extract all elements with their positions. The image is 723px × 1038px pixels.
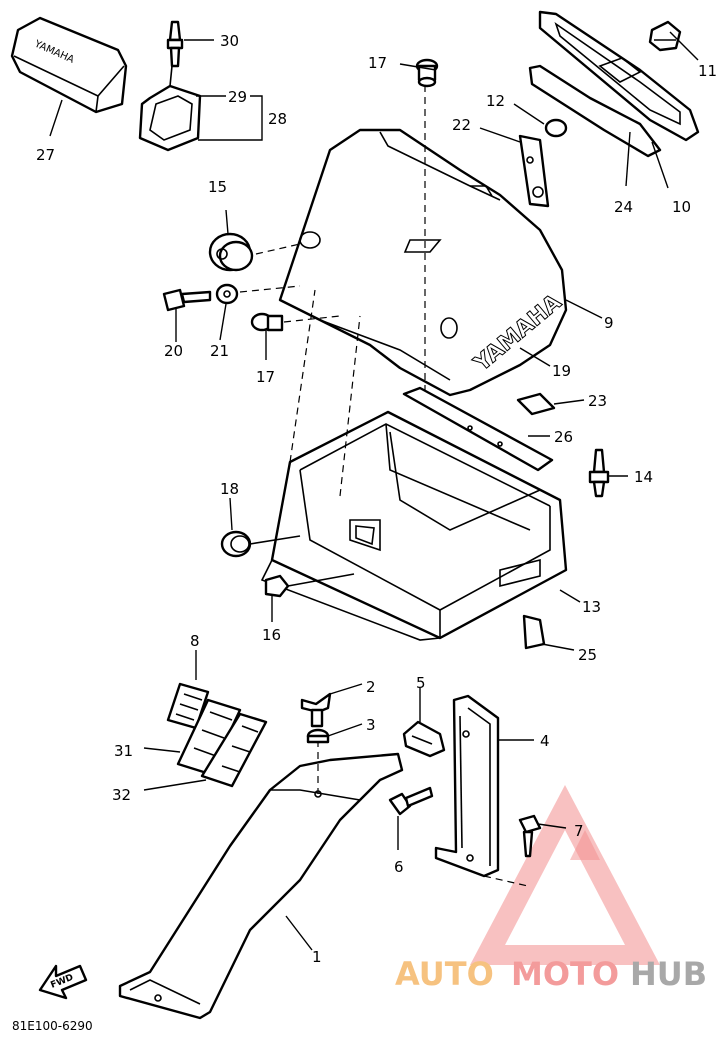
part-12-lens — [544, 118, 568, 138]
part-29-bracket — [138, 65, 202, 152]
part-23-pad — [516, 392, 556, 416]
leader-lines — [49, 31, 699, 951]
callout-26: 26 — [554, 428, 573, 446]
part-5-grommet — [402, 720, 446, 758]
callout-14: 14 — [634, 468, 653, 486]
part-10-plate — [538, 10, 700, 142]
part-26-strip — [402, 386, 554, 472]
callout-30: 30 — [220, 32, 239, 50]
watermark-triangle — [470, 785, 660, 965]
part-15-grommet — [208, 231, 321, 272]
callout-29: 29 — [228, 88, 247, 106]
fwd-arrow-icon: FWD — [38, 964, 88, 1000]
callout-32: 32 — [112, 786, 131, 804]
callout-1: 1 — [312, 948, 322, 966]
callout-27: 27 — [36, 146, 55, 164]
callout-labels: 1 2 3 4 5 6 7 8 9 10 11 12 13 14 15 16 1… — [36, 32, 717, 966]
part-2-wing-bolt — [300, 692, 332, 728]
part-32-mat — [200, 712, 268, 788]
callout-17: 17 — [368, 54, 387, 72]
part-1-floor-panel — [118, 740, 404, 1020]
callout-6: 6 — [394, 858, 404, 876]
diagram-code: 81E100-6290 — [12, 1019, 93, 1033]
callout-7: 7 — [574, 822, 584, 840]
callout-24: 24 — [614, 198, 633, 216]
part-16-nut — [264, 573, 355, 598]
callout-17-b: 17 — [256, 368, 275, 386]
part-17-grommet-top — [415, 58, 439, 88]
callout-10: 10 — [672, 198, 691, 216]
callout-31: 31 — [114, 742, 133, 760]
part-18-grommet — [220, 530, 301, 558]
part-13-box — [260, 289, 568, 641]
callout-25: 25 — [578, 646, 597, 664]
watermark-moto: MOTO — [511, 955, 619, 993]
part-22-bracket — [518, 134, 550, 208]
callout-18: 18 — [220, 480, 239, 498]
part-17-grommet-left — [250, 312, 341, 332]
part-24-strip — [528, 64, 662, 158]
part-9-cowl: YAMAHA — [278, 85, 568, 400]
callout-13: 13 — [582, 598, 601, 616]
part-20-bolt — [162, 288, 212, 312]
watermark-logo: AUTO MOTO HUB — [395, 785, 707, 993]
part-30-screw — [166, 20, 184, 68]
part-14-screw — [588, 448, 610, 498]
callout-16: 16 — [262, 626, 281, 644]
callout-4: 4 — [540, 732, 550, 750]
part-7-bolt — [518, 814, 542, 858]
watermark-auto: AUTO — [395, 955, 494, 993]
callout-2: 2 — [366, 678, 376, 696]
part-27-cover: YAMAHA — [10, 16, 128, 114]
watermark-hub: HUB — [630, 955, 707, 993]
callout-8: 8 — [190, 632, 200, 650]
callout-19: 19 — [552, 362, 571, 380]
part-3-washer — [306, 728, 330, 744]
callout-11: 11 — [698, 62, 717, 80]
callout-3: 3 — [366, 716, 376, 734]
part-25-clip — [522, 614, 546, 650]
callout-22: 22 — [452, 116, 471, 134]
part-21-washer — [215, 283, 301, 305]
callout-21: 21 — [210, 342, 229, 360]
callout-20: 20 — [164, 342, 183, 360]
part-4-bracket — [434, 694, 529, 887]
callout-5: 5 — [416, 674, 426, 692]
callout-23: 23 — [588, 392, 607, 410]
callout-15: 15 — [208, 178, 227, 196]
part-6-bolt — [388, 786, 434, 816]
callout-9: 9 — [604, 314, 614, 332]
callout-12: 12 — [486, 92, 505, 110]
callout-28: 28 — [268, 110, 287, 128]
part-11-bulb — [648, 20, 682, 52]
